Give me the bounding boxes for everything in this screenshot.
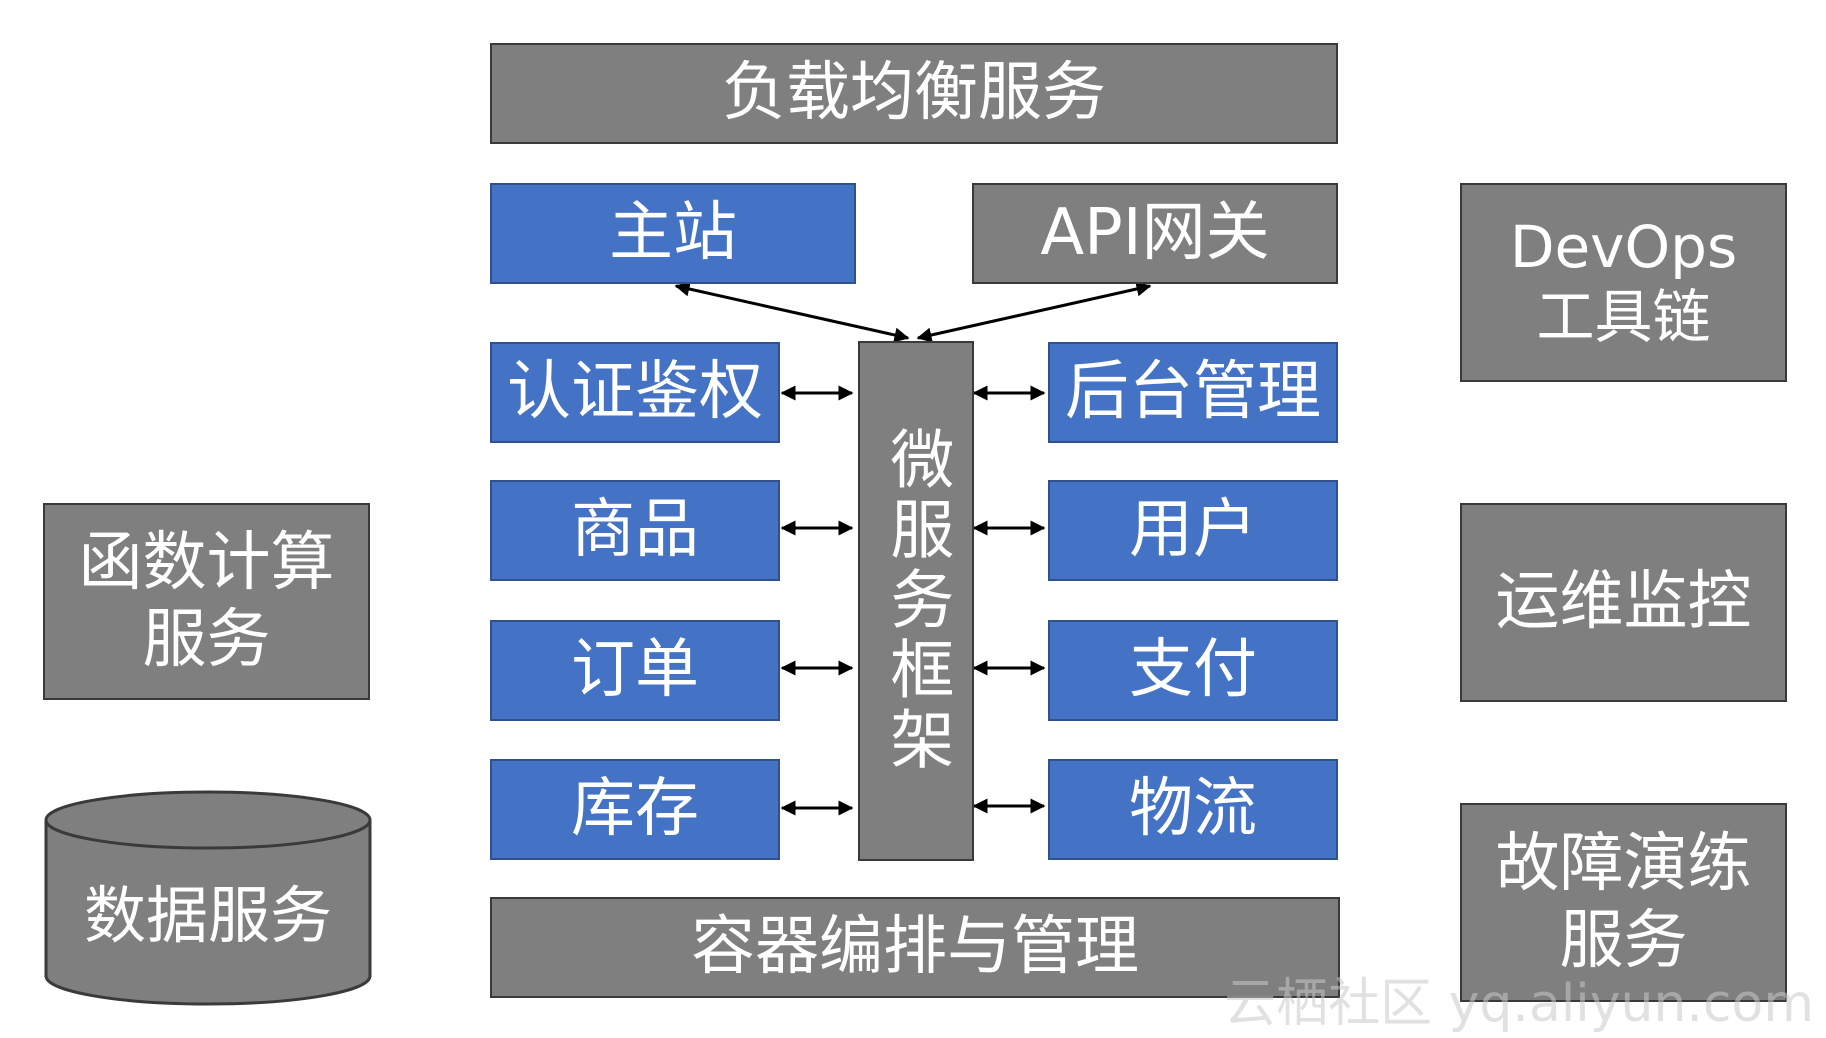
microservice-framework-label: 微服务框架 <box>879 426 954 776</box>
service-admin-label: 后台管理 <box>1065 355 1321 430</box>
fault-drill-label-line1: 故障演练 <box>1495 826 1752 901</box>
service-inventory-box: 库存 <box>490 759 780 860</box>
service-order-box: 订单 <box>490 620 780 721</box>
service-logistics-label: 物流 <box>1129 772 1257 847</box>
devops-box: DevOps 工具链 <box>1460 183 1787 382</box>
microservice-framework-box: 微服务框架 <box>858 341 974 861</box>
function-compute-label-line2: 服务 <box>142 602 271 677</box>
service-logistics-box: 物流 <box>1048 759 1338 860</box>
service-user-label: 用户 <box>1129 493 1257 568</box>
container-orchestration-label: 容器编排与管理 <box>691 910 1139 985</box>
service-order-label: 订单 <box>571 633 699 708</box>
watermark-text: 云栖社区 yq.aliyun.com <box>1224 974 1814 1034</box>
api-gateway-label: API网关 <box>1040 196 1270 271</box>
service-auth-box: 认证鉴权 <box>490 342 780 443</box>
data-service-cylinder <box>44 790 372 1006</box>
api-gateway-box: API网关 <box>972 183 1338 284</box>
devops-label-line1: DevOps <box>1509 212 1738 281</box>
service-inventory-label: 库存 <box>571 772 699 847</box>
data-service-label: 数据服务 <box>83 879 332 952</box>
service-goods-label: 商品 <box>571 493 699 568</box>
main-site-label: 主站 <box>609 196 737 271</box>
function-compute-box: 函数计算 服务 <box>43 503 370 700</box>
fault-drill-box: 故障演练 服务 <box>1460 803 1787 1002</box>
function-compute-label-line1: 函数计算 <box>78 525 335 600</box>
load-balancer-box: 负载均衡服务 <box>490 43 1338 144</box>
devops-label-line2: 工具链 <box>1536 282 1711 351</box>
service-payment-label: 支付 <box>1129 633 1257 708</box>
main-site-box: 主站 <box>490 183 856 284</box>
service-auth-label: 认证鉴权 <box>507 355 763 430</box>
arrow-main-site-to-framework <box>674 281 910 343</box>
monitoring-box: 运维监控 <box>1460 503 1787 702</box>
arrow-api-gateway-to-framework <box>916 281 1152 343</box>
service-user-box: 用户 <box>1048 480 1338 581</box>
monitoring-label: 运维监控 <box>1495 565 1752 640</box>
load-balancer-label: 负载均衡服务 <box>722 56 1106 131</box>
service-goods-box: 商品 <box>490 480 780 581</box>
service-payment-box: 支付 <box>1048 620 1338 721</box>
container-orchestration-box: 容器编排与管理 <box>490 897 1340 998</box>
service-admin-box: 后台管理 <box>1048 342 1338 443</box>
fault-drill-label-line2: 服务 <box>1559 903 1688 978</box>
